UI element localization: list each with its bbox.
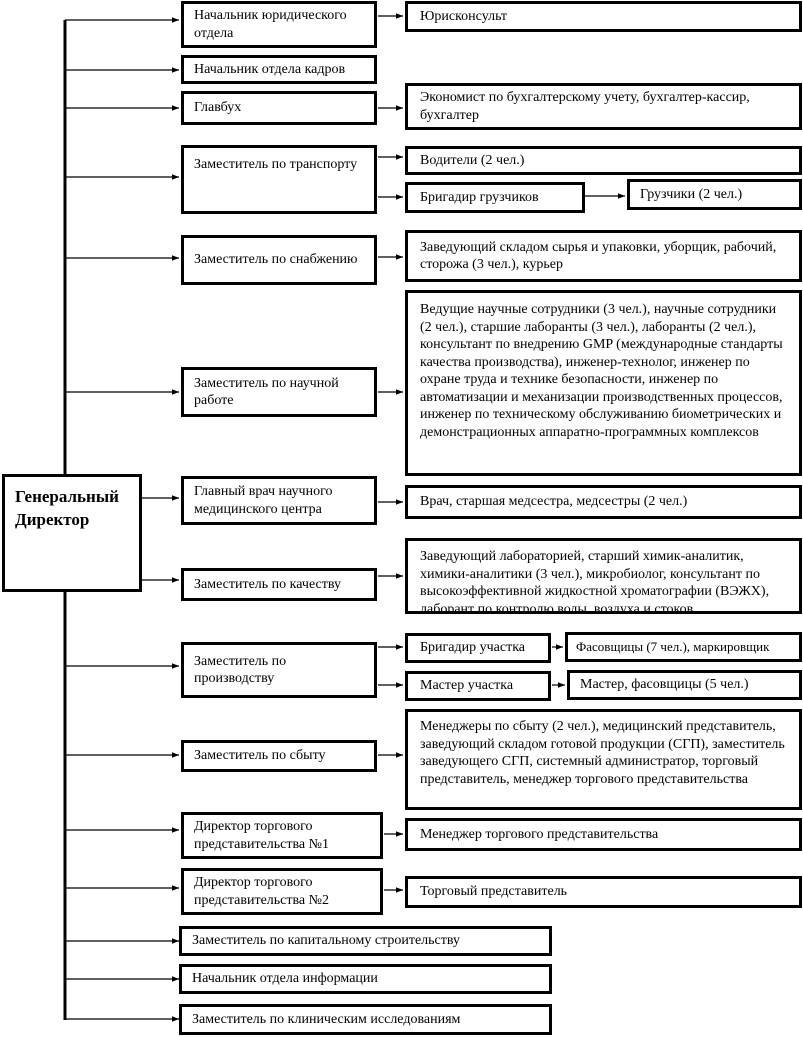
master-packers-box: Мастер, фасовщицы (5 чел.) (567, 670, 802, 700)
head-hr-dept-label: Начальник отдела кадров (194, 61, 346, 77)
site-master-box: Мастер участка (405, 671, 551, 701)
deputy-supply-box: Заместитель по снабжению (181, 235, 377, 285)
drivers-label: Водители (2 чел.) (420, 152, 525, 168)
trade-representative-box: Торговый представитель (405, 876, 802, 908)
deputy-research-box: Заместитель по научной работе (181, 367, 377, 417)
deputy-production-label: Заместитель по производству (194, 653, 287, 687)
loaders-box: Грузчики (2 чел.) (627, 179, 802, 210)
loaders-foreman-box: Бригадир грузчиков (405, 182, 585, 213)
supply-staff-box: Заведующий складом сырья и упаковки, убо… (405, 230, 802, 282)
research-staff-box: Ведущие научные сотрудники (3 чел.), нау… (405, 290, 802, 476)
deputy-transport-box: Заместитель по транспорту (181, 145, 377, 214)
loaders-label: Грузчики (2 чел.) (640, 186, 743, 202)
deputy-construction-box: Заместитель по капитальному строительств… (179, 926, 552, 956)
drivers-box: Водители (2 чел.) (405, 146, 802, 175)
head-hr-dept-box: Начальник отдела кадров (181, 55, 377, 84)
accounting-staff-label: Экономист по бухгалтерскому учету, бухга… (420, 90, 750, 123)
lab-staff-label: Заведующий лабораторией, старший химик-а… (420, 549, 770, 614)
legal-counsel-box: Юрисконсульт (405, 1, 802, 32)
packers-markers-box: Фасовщицы (7 чел.), маркировщик (565, 632, 802, 662)
packers-markers-label: Фасовщицы (7 чел.), маркировщик (576, 639, 770, 655)
lab-staff-box: Заведующий лабораторией, старший химик-а… (405, 538, 802, 614)
head-legal-dept-label: Начальник юридического отдела (194, 8, 347, 41)
chief-accountant-box: Главбух (181, 91, 377, 125)
head-info-dept-label: Начальник отдела информации (192, 971, 378, 987)
site-master-label: Мастер участка (420, 678, 514, 694)
supply-staff-label: Заведующий складом сырья и упаковки, убо… (420, 239, 777, 273)
chief-physician-box: Главный врач научного медицинского центр… (181, 476, 377, 525)
general-director-label: Генеральный Директор (15, 487, 119, 529)
deputy-quality-label: Заместитель по качеству (194, 576, 341, 592)
deputy-clinical-box: Заместитель по клиническим исследованиям (179, 1004, 552, 1035)
site-foreman-label: Бригадир участка (420, 640, 525, 656)
trade-rep-director-1-label: Директор торгового представительства №1 (194, 819, 329, 852)
accounting-staff-box: Экономист по бухгалтерскому учету, бухга… (405, 83, 802, 130)
deputy-research-label: Заместитель по научной работе (194, 375, 339, 409)
site-foreman-box: Бригадир участка (405, 633, 551, 663)
medical-staff-label: Врач, старшая медсестра, медсестры (2 че… (420, 494, 688, 510)
research-staff-label: Ведущие научные сотрудники (3 чел.), нау… (420, 302, 783, 440)
deputy-sales-label: Заместитель по сбыту (194, 748, 326, 764)
deputy-construction-label: Заместитель по капитальному строительств… (192, 933, 461, 949)
trade-rep-director-2-label: Директор торгового представительства №2 (194, 875, 329, 908)
deputy-transport-label: Заместитель по транспорту (194, 157, 358, 172)
trade-rep-manager-box: Менеджер торгового представительства (405, 818, 802, 851)
head-info-dept-box: Начальник отдела информации (179, 964, 552, 994)
trade-rep-manager-label: Менеджер торгового представительства (420, 826, 659, 842)
deputy-supply-label: Заместитель по снабжению (194, 252, 358, 268)
trade-rep-director-1-box: Директор торгового представительства №1 (181, 812, 383, 859)
chief-accountant-label: Главбух (194, 100, 242, 116)
chief-physician-label: Главный врач научного медицинского центр… (194, 484, 333, 517)
trade-rep-director-2-box: Директор торгового представительства №2 (181, 868, 383, 915)
general-director-box: Генеральный Директор (2, 474, 142, 592)
legal-counsel-label: Юрисконсульт (420, 8, 508, 24)
deputy-clinical-label: Заместитель по клиническим исследованиям (192, 1011, 461, 1027)
deputy-sales-box: Заместитель по сбыту (181, 740, 377, 772)
sales-staff-label: Менеджеры по сбыту (2 чел.), медицинский… (420, 719, 785, 787)
loaders-foreman-label: Бригадир грузчиков (420, 189, 539, 205)
deputy-production-box: Заместитель по производству (181, 642, 377, 698)
master-packers-label: Мастер, фасовщицы (5 чел.) (580, 677, 749, 693)
head-legal-dept-box: Начальник юридического отдела (181, 1, 377, 48)
deputy-quality-box: Заместитель по качеству (181, 568, 377, 601)
medical-staff-box: Врач, старшая медсестра, медсестры (2 че… (405, 485, 802, 519)
sales-staff-box: Менеджеры по сбыту (2 чел.), медицинский… (405, 709, 802, 810)
trade-representative-label: Торговый представитель (420, 884, 568, 900)
